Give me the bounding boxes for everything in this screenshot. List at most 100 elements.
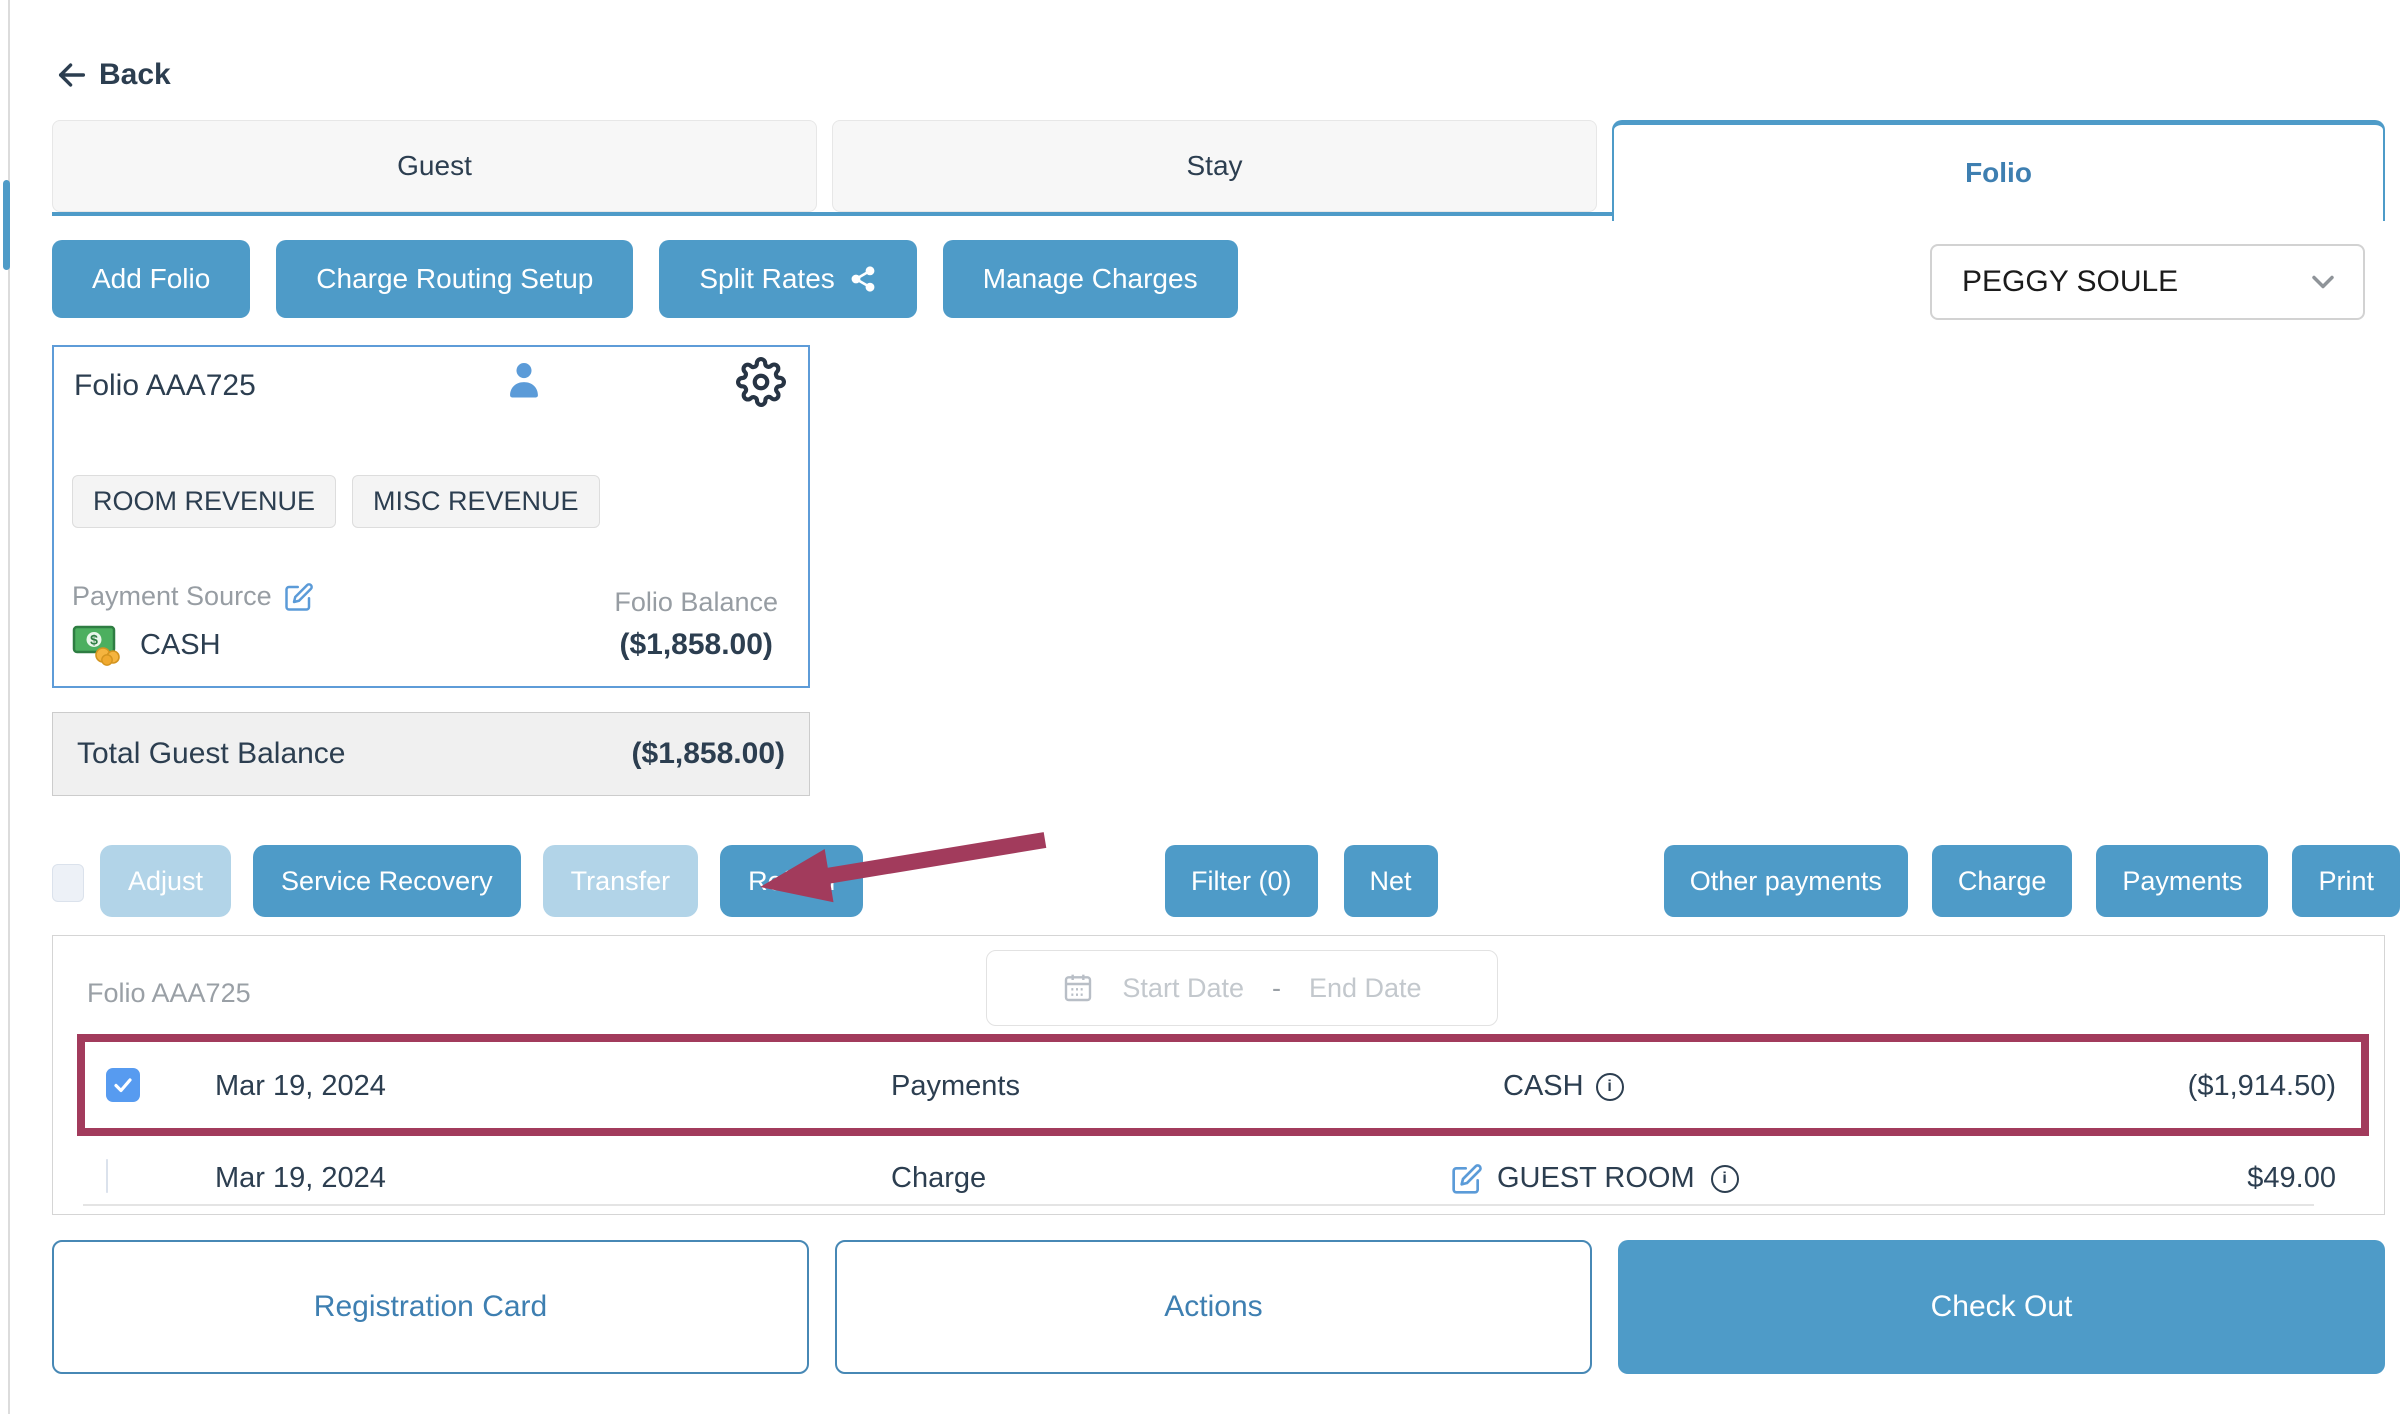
charge-routing-setup-label: Charge Routing Setup: [316, 263, 594, 294]
print-button[interactable]: Print: [2292, 845, 2400, 917]
net-button[interactable]: Net: [1343, 845, 1438, 917]
split-rates-label: Split Rates: [699, 263, 835, 294]
transaction-row-payment[interactable]: Mar 19, 2024 Payments CASH i ($1,914.50): [53, 1036, 2384, 1134]
payments-button[interactable]: Payments: [2096, 845, 2269, 917]
info-icon[interactable]: i: [1710, 1164, 1739, 1193]
transaction-type: Charge: [891, 1162, 987, 1194]
manage-charges-label: Manage Charges: [982, 263, 1198, 294]
tab-stay-label: Stay: [1186, 150, 1243, 181]
filter-group: Filter (0) Net: [1165, 845, 1438, 917]
folio-card: Folio AAA725 ROOM REVENUE MISC REVENUE P…: [52, 345, 810, 688]
tab-folio-label: Folio: [1965, 157, 2032, 188]
date-range-filter[interactable]: Start Date - End Date: [986, 950, 1498, 1026]
payment-source-value: CASH: [140, 628, 221, 661]
other-payments-label: Other payments: [1689, 865, 1882, 896]
tab-stay[interactable]: Stay: [832, 120, 1597, 212]
total-guest-balance-label: Total Guest Balance: [77, 737, 346, 770]
end-date-placeholder[interactable]: End Date: [1308, 972, 1422, 1003]
scrollbar-thumb[interactable]: [3, 180, 10, 270]
transfer-button[interactable]: Transfer: [542, 845, 699, 917]
service-recovery-label: Service Recovery: [281, 865, 493, 896]
folio-balance-block: Folio Balance ($1,858.00): [614, 587, 778, 662]
transaction-actions-group: Adjust Service Recovery Transfer Refund: [100, 845, 864, 917]
tag-misc-revenue: MISC REVENUE: [352, 475, 600, 528]
transaction-description-text: GUEST ROOM: [1497, 1162, 1695, 1194]
transaction-description: GUEST ROOM i: [1451, 1162, 1739, 1195]
folio-toolbar: Add Folio Charge Routing Setup Split Rat…: [52, 240, 1238, 318]
person-icon[interactable]: [502, 359, 546, 408]
gear-icon[interactable]: [736, 357, 786, 412]
transactions-folio-label: Folio AAA725: [87, 978, 251, 1008]
transaction-row-charge[interactable]: Mar 19, 2024 Charge GUEST ROOM i $49.00: [53, 1134, 2384, 1226]
transaction-amount: $49.00: [2247, 1162, 2336, 1194]
info-icon[interactable]: i: [1595, 1073, 1624, 1102]
adjust-button[interactable]: Adjust: [100, 845, 232, 917]
filter-label: Filter (0): [1191, 865, 1292, 896]
transaction-date: Mar 19, 2024: [215, 1070, 386, 1102]
edit-icon[interactable]: [284, 582, 314, 612]
row-checkbox-checked[interactable]: [106, 1068, 140, 1102]
row-checkbox-unchecked[interactable]: [106, 1159, 108, 1193]
payment-actions-group: Other payments Charge Payments Print: [1663, 845, 2400, 917]
transaction-description-text: CASH: [1503, 1070, 1584, 1102]
transaction-type: Payments: [891, 1070, 1020, 1102]
svg-text:$: $: [90, 632, 98, 648]
payment-source-block: Payment Source $ CASH: [72, 581, 314, 666]
transaction-date: Mar 19, 2024: [215, 1162, 386, 1194]
select-all-checkbox[interactable]: [52, 864, 84, 902]
registration-card-label: Registration Card: [313, 1290, 548, 1323]
tab-bar-underline: [52, 212, 1612, 216]
transaction-description: CASH i: [1503, 1070, 1624, 1103]
tab-folio[interactable]: Folio: [1612, 120, 2385, 221]
payments-label: Payments: [2122, 865, 2243, 896]
payment-source-label: Payment Source: [72, 581, 272, 611]
refund-label: Refund: [748, 865, 836, 896]
left-panel-divider: [8, 0, 10, 1414]
adjust-label: Adjust: [128, 865, 204, 896]
total-guest-balance: Total Guest Balance ($1,858.00): [52, 712, 810, 796]
transactions-panel: Folio AAA725 Start Date - End Date Mar 1…: [52, 935, 2385, 1215]
chevron-down-icon: [2305, 264, 2341, 300]
guest-selector-value: PEGGY SOULE: [1962, 265, 2179, 298]
guest-selector-dropdown[interactable]: PEGGY SOULE: [1930, 244, 2365, 320]
tab-guest[interactable]: Guest: [52, 120, 817, 212]
manage-charges-button[interactable]: Manage Charges: [942, 240, 1238, 318]
folio-card-title: Folio AAA725: [74, 369, 256, 402]
start-date-placeholder[interactable]: Start Date: [1122, 972, 1244, 1003]
back-arrow-icon: [55, 58, 89, 92]
add-folio-button[interactable]: Add Folio: [52, 240, 251, 318]
tab-bar: Guest Stay Folio: [52, 120, 2385, 221]
charge-routing-setup-button[interactable]: Charge Routing Setup: [276, 240, 634, 318]
actions-label: Actions: [1164, 1290, 1263, 1323]
add-folio-label: Add Folio: [92, 263, 211, 294]
share-icon: [849, 265, 877, 293]
back-button[interactable]: Back: [55, 58, 171, 92]
print-label: Print: [2318, 865, 2374, 896]
actions-button[interactable]: Actions: [835, 1240, 1592, 1374]
refund-button[interactable]: Refund: [720, 845, 864, 917]
total-guest-balance-value: ($1,858.00): [631, 737, 785, 770]
other-payments-button[interactable]: Other payments: [1663, 845, 1908, 917]
cash-icon: $: [72, 624, 124, 666]
date-separator: -: [1271, 972, 1281, 1003]
registration-card-button[interactable]: Registration Card: [52, 1240, 809, 1374]
folio-balance-value: ($1,858.00): [619, 628, 773, 661]
row-divider: [83, 1204, 2314, 1206]
filter-button[interactable]: Filter (0): [1165, 845, 1318, 917]
check-out-label: Check Out: [1930, 1290, 2073, 1323]
tag-room-revenue: ROOM REVENUE: [72, 475, 337, 528]
net-label: Net: [1369, 865, 1412, 896]
back-label: Back: [99, 58, 171, 91]
charge-button[interactable]: Charge: [1931, 845, 2073, 917]
edit-charge-icon[interactable]: [1451, 1163, 1483, 1195]
charge-label: Charge: [1957, 865, 2047, 896]
calendar-icon: [1062, 972, 1094, 1004]
service-recovery-button[interactable]: Service Recovery: [253, 845, 521, 917]
check-out-button[interactable]: Check Out: [1618, 1240, 2385, 1374]
tab-guest-label: Guest: [397, 150, 472, 181]
transfer-label: Transfer: [570, 865, 671, 896]
split-rates-button[interactable]: Split Rates: [659, 240, 917, 318]
transaction-amount: ($1,914.50): [2187, 1070, 2336, 1102]
folio-tags: ROOM REVENUE MISC REVENUE: [72, 475, 600, 528]
